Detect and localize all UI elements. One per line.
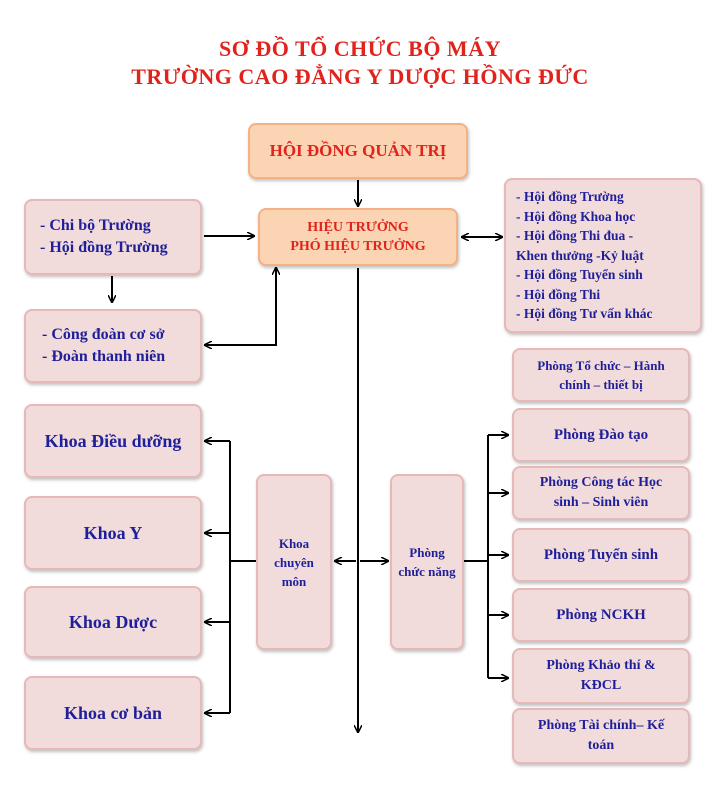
councils-box: - Hội đồng Trường - Hội đồng Khoa học - … — [504, 178, 702, 333]
faculty-label: Khoa cơ bản — [64, 702, 162, 723]
union-item: - Công đoàn cơ sở — [42, 326, 165, 343]
office-label: Phòng NCKH — [556, 606, 646, 623]
faculty-label: Khoa Điều dưỡng — [44, 430, 182, 451]
party-item: - Hội đồng Trường — [40, 239, 168, 256]
office-box: Phòng Công tác Học sinh – Sinh viên — [512, 466, 690, 520]
office-box: Phòng Tuyển sinh — [512, 528, 690, 582]
office-label: Phòng Tổ chức – Hành chính – thiết bị — [537, 358, 665, 392]
faculty-box: Khoa Dược — [24, 586, 202, 658]
council-item: Khen thưởng -Kỷ luật — [516, 247, 644, 263]
chart-title-line-2: TRƯỜNG CAO ĐẲNG Y DƯỢC HỒNG ĐỨC — [131, 64, 589, 89]
principal-line-2: PHÓ HIỆU TRƯỞNG — [290, 239, 426, 254]
office-box: Phòng Tổ chức – Hành chính – thiết bị — [512, 348, 690, 402]
office-label: Phòng Đào tạo — [553, 426, 649, 443]
faculty-box: Khoa cơ bản — [24, 676, 202, 750]
office-label: Phòng Tuyển sinh — [543, 546, 659, 563]
party-item: - Chi bộ Trường — [40, 217, 151, 234]
faculty-label: Khoa Dược — [68, 611, 158, 632]
office-label: Phòng Công tác Học sinh – Sinh viên — [539, 475, 663, 510]
board-label: HỘI ĐỒNG QUẢN TRỊ — [269, 141, 447, 160]
office-box: Phòng Khảo thí & KĐCL — [512, 648, 690, 704]
faculty-label: Khoa Y — [83, 522, 143, 543]
council-item: - Hội đồng Thi — [516, 286, 601, 302]
council-item: - Hội đồng Tư vấn khác — [516, 306, 653, 322]
board-of-directors-box: HỘI ĐỒNG QUẢN TRỊ — [248, 123, 468, 179]
faculty-group-label: Khoa chuyên môn — [274, 535, 314, 589]
chart-title-line-1: SƠ ĐỒ TỔ CHỨC BỘ MÁY — [219, 36, 501, 61]
principal-box: HIỆU TRƯỞNG PHÓ HIỆU TRƯỞNG — [258, 208, 458, 266]
office-group-label: Phòng chức năng — [398, 545, 456, 579]
office-box: Phòng NCKH — [512, 588, 690, 642]
council-item: - Hội đồng Trường — [516, 189, 624, 205]
party-committee-box: - Chi bộ Trường - Hội đồng Trường — [24, 199, 202, 275]
council-item: - Hội đồng Thi đua - — [516, 228, 634, 244]
faculty-group-box: Khoa chuyên môn — [256, 474, 332, 650]
office-label: Phòng Khảo thí & KĐCL — [546, 658, 656, 693]
office-box: Phòng Tài chính– Kế toán — [512, 708, 690, 764]
union-item: - Đoàn thanh niên — [42, 348, 166, 365]
council-item: - Hội đồng Tuyển sinh — [516, 267, 643, 283]
faculty-box: Khoa Y — [24, 496, 202, 570]
office-label: Phòng Tài chính– Kế toán — [537, 718, 665, 753]
union-box: - Công đoàn cơ sở - Đoàn thanh niên — [24, 309, 202, 383]
principal-line-1: HIỆU TRƯỞNG — [307, 220, 409, 235]
council-item: - Hội đồng Khoa học — [516, 208, 636, 224]
faculty-box: Khoa Điều dưỡng — [24, 404, 202, 478]
office-group-box: Phòng chức năng — [390, 474, 464, 650]
office-box: Phòng Đào tạo — [512, 408, 690, 462]
